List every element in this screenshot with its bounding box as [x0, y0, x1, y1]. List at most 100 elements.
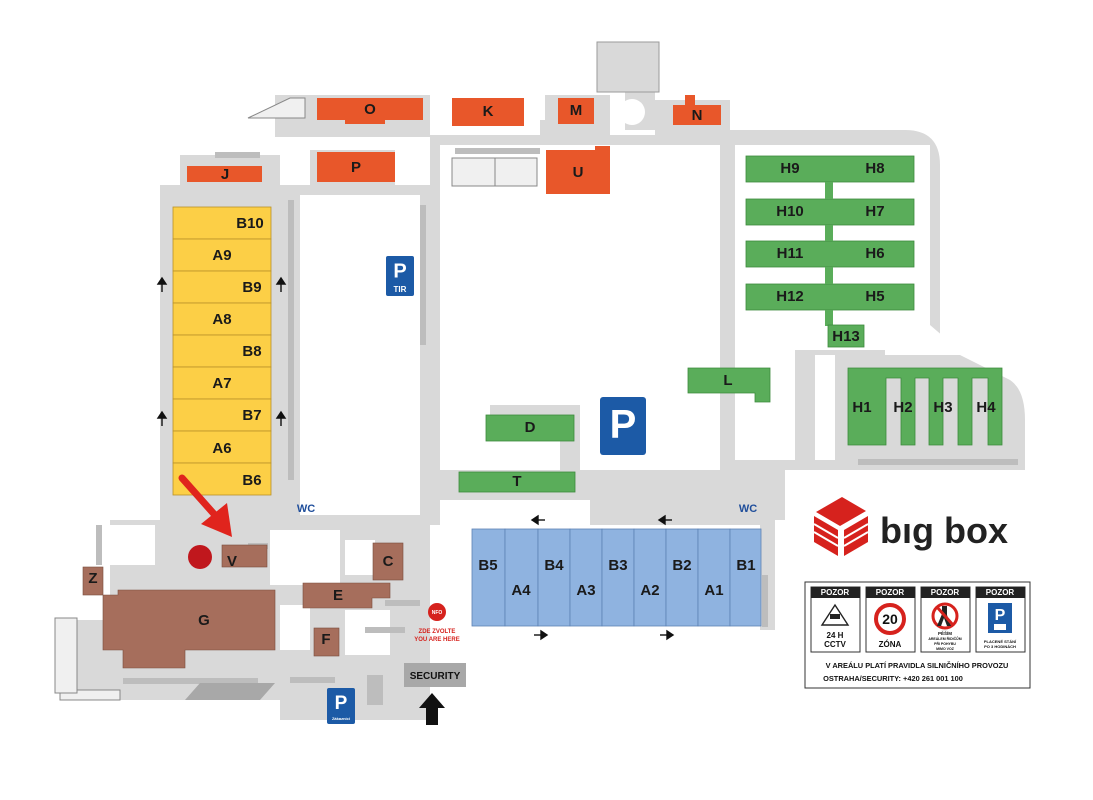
- parking-tir-label: TIR: [394, 285, 407, 294]
- building-N: [673, 105, 721, 125]
- label-H3: H3: [933, 399, 952, 416]
- label-A2: A2: [640, 582, 659, 599]
- building-O: [317, 98, 423, 120]
- info-line-2: YOU ARE HERE: [414, 637, 459, 643]
- location-marker: [178, 474, 232, 569]
- direction-arrows-blue: [530, 514, 675, 641]
- hatch-area-top-left: [247, 97, 306, 119]
- label-Z: Z: [88, 570, 97, 587]
- label-B10: B10: [236, 215, 264, 232]
- label-P: P: [351, 159, 361, 176]
- label-F: F: [321, 631, 330, 648]
- building-K: [452, 98, 524, 126]
- label-A4: A4: [511, 582, 531, 599]
- sign-speed-header: POZOR: [876, 588, 905, 597]
- svg-text:P: P: [995, 607, 1006, 624]
- building-M: [558, 98, 594, 124]
- parking-main-p: P: [610, 403, 637, 447]
- security-label: SECURITY: [410, 671, 461, 682]
- label-B8: B8: [242, 343, 261, 360]
- notice-security-phone: OSTRAHA/SECURITY: +420 261 001 100: [823, 674, 963, 683]
- speed-limit-icon: [874, 603, 906, 635]
- side-structure: [54, 617, 78, 694]
- gate-house: [596, 41, 660, 93]
- label-B2: B2: [672, 557, 691, 574]
- label-H6: H6: [865, 245, 884, 262]
- label-H13: H13: [832, 328, 860, 345]
- label-T: T: [512, 473, 521, 490]
- parking-bottom: P Zákazníci: [327, 688, 355, 724]
- sign-walk-line3: PŘI POHYBU: [934, 641, 956, 646]
- label-A9: A9: [212, 247, 231, 264]
- label-H1: H1: [852, 399, 871, 416]
- green-halls: [458, 155, 1003, 493]
- parking-tir-p: P: [393, 260, 406, 282]
- label-B3: B3: [608, 557, 627, 574]
- sign-walk-line2: AREÁLEM ŘIDIČŮM: [928, 636, 961, 641]
- parking-main: P: [600, 397, 646, 455]
- sign-parking-line2: PO 3 HODINÁCH: [984, 644, 1016, 649]
- brown-buildings: [82, 542, 404, 669]
- blue-halls: [471, 528, 762, 627]
- notice-rules: V AREÁLU PLATÍ PRAVIDLA SILNIČNÍHO PROVO…: [826, 661, 1009, 670]
- parking-bottom-p: P: [335, 693, 348, 714]
- label-A7: A7: [212, 375, 231, 392]
- label-K: K: [483, 103, 494, 120]
- label-C: C: [383, 553, 394, 570]
- label-L: L: [723, 372, 732, 389]
- bigbox-logo: bıg box: [813, 497, 1008, 556]
- sign-speed-zone: ZÓNA: [879, 640, 902, 649]
- label-B4: B4: [544, 557, 564, 574]
- sign-parking-line1: PLACENÉ STÁNÍ: [984, 639, 1017, 644]
- label-B1: B1: [736, 557, 755, 574]
- sign-speed-value: 20: [882, 611, 898, 627]
- label-H9: H9: [780, 160, 799, 177]
- security-gate: SECURITY: [404, 663, 466, 725]
- sign-walk-line1: PĚŠÍM: [938, 629, 952, 636]
- label-B7: B7: [242, 407, 261, 424]
- notice-board: POZOR 24 H CCTV POZOR 20 ZÓNA POZOR PĚŠÍ…: [804, 581, 1031, 689]
- sign-parking-header: POZOR: [986, 588, 1015, 597]
- label-H2: H2: [893, 399, 912, 416]
- label-B5: B5: [478, 557, 497, 574]
- parking-tir: P TIR: [386, 256, 414, 296]
- yellow-halls: [172, 206, 272, 496]
- wc-right: WC: [739, 503, 757, 515]
- label-U: U: [573, 164, 584, 181]
- sign-walk-header: POZOR: [931, 588, 960, 597]
- info-point: NFO ZDE ZVOLTE YOU ARE HERE: [414, 603, 460, 643]
- direction-arrows-yellow: [156, 276, 287, 426]
- label-B9: B9: [242, 279, 261, 296]
- sign-cctv-header: POZOR: [821, 588, 850, 597]
- label-H5: H5: [865, 288, 884, 305]
- label-E: E: [333, 587, 343, 604]
- label-A3: A3: [576, 582, 595, 599]
- entrance-arrow-icon: [419, 693, 445, 725]
- label-M: M: [570, 102, 583, 119]
- label-A1: A1: [704, 582, 723, 599]
- sign-cctv-line1: 24 H: [827, 631, 844, 640]
- label-H11: H11: [777, 245, 804, 262]
- label-H7: H7: [865, 203, 884, 220]
- label-J: J: [221, 166, 229, 183]
- label-H12: H12: [776, 288, 804, 305]
- label-A6: A6: [212, 440, 231, 457]
- label-N: N: [692, 107, 703, 124]
- label-G: G: [198, 612, 210, 629]
- label-H10: H10: [776, 203, 804, 220]
- label-V: V: [227, 553, 237, 570]
- label-H4: H4: [976, 399, 996, 416]
- sign-cctv-line2: CCTV: [824, 640, 846, 649]
- building-J: [187, 166, 262, 182]
- wc-left: WC: [297, 503, 315, 515]
- orange-buildings: [187, 95, 721, 194]
- label-A8: A8: [212, 311, 231, 328]
- label-D: D: [525, 419, 536, 436]
- label-O: O: [364, 101, 376, 118]
- info-point-icon: NFO: [432, 610, 443, 616]
- bigbox-logo-icon: [814, 497, 868, 556]
- info-line-1: ZDE ZVOLTE: [419, 629, 456, 635]
- label-H8: H8: [865, 160, 884, 177]
- sign-walk-line4: MIMO VOZ: [936, 647, 955, 651]
